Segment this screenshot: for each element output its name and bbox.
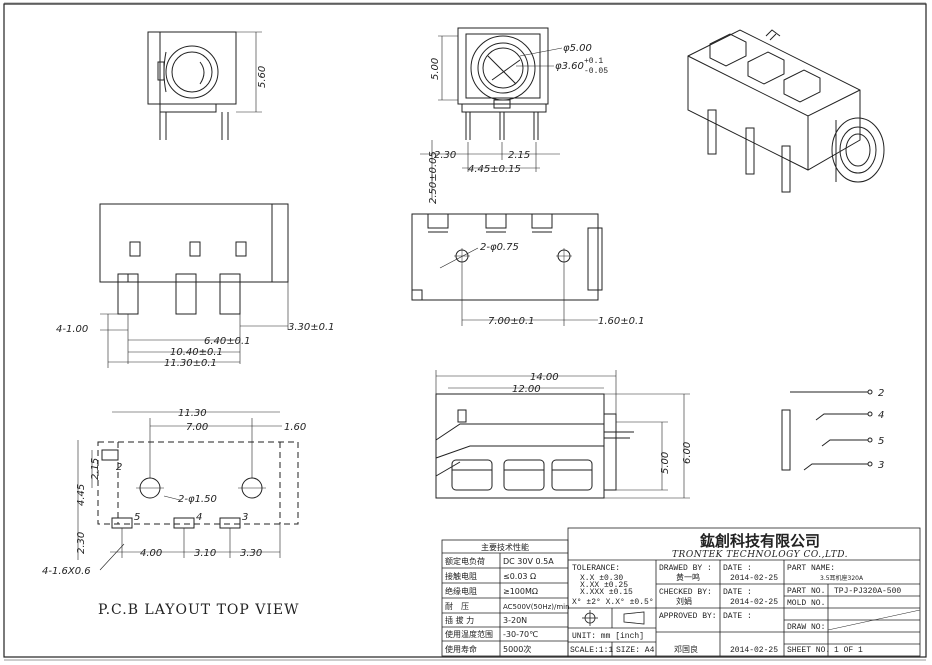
schematic-pin-4: 3 xyxy=(878,460,884,471)
approved-by-label: APPROVED BY: xyxy=(659,612,717,621)
height-label: 6.00 xyxy=(682,442,693,464)
sheet-no-label: SHEET NO. xyxy=(787,646,830,655)
sheet-no-value: 1 OF 1 xyxy=(834,646,863,655)
pin-len-label: 2.50±0.05 xyxy=(428,151,439,204)
spec-r1-val: DC 30V 0.5A xyxy=(503,557,554,566)
pcb-h3-label: 3.30 xyxy=(240,548,262,559)
spec-r5-val: 3-20N xyxy=(503,616,527,625)
pcb-h2-label: 3.10 xyxy=(194,548,216,559)
pin-span-label: 4.45±0.15 xyxy=(468,164,521,175)
approved-by-name: 邓国良 xyxy=(674,644,698,654)
tolerance-line-2: X.XX ±0.25 xyxy=(580,581,628,590)
size-label: SIZE: A4 xyxy=(616,646,655,655)
part-no-value: TPJ-PJ320A-500 xyxy=(834,587,901,596)
spec-r4-name: 耐 压 xyxy=(445,601,469,611)
isometric-view xyxy=(687,29,885,193)
spec-r5-name: 插 拔 力 xyxy=(445,615,474,625)
checked-by-label: CHECKED BY: xyxy=(659,588,712,597)
scale-label: SCALE:1:1 xyxy=(570,646,613,655)
spec-r4-val: AC500V(50Hz)/min xyxy=(503,603,570,611)
spec-r6-val: -30-70℃ xyxy=(503,630,538,639)
pcb-pin-3: 3 xyxy=(242,512,248,523)
pcb-pin-5: 5 xyxy=(134,512,140,523)
pin-left-label: 2.30 xyxy=(434,150,456,161)
date-value-3: 2014-02-25 xyxy=(730,646,778,655)
pin-mid-label: 2.15 xyxy=(508,150,530,161)
inner-tol-plus: +0.1 xyxy=(584,57,603,66)
pcb-v2-label: 2.15 xyxy=(90,458,101,480)
front-height-label: 5.00 xyxy=(430,58,441,80)
hole-span-label: 7.00±0.1 xyxy=(488,316,535,327)
pcb-layout: 2 5 4 3 11.30 7.00 1.60 4.45 2.15 2.30 4… xyxy=(42,408,306,618)
spec-r3-val: ≥100MΩ xyxy=(503,587,538,596)
schematic: 2 4 5 3 xyxy=(781,388,884,471)
holes-label: 2-φ0.75 xyxy=(480,242,519,253)
schematic-pin-1: 2 xyxy=(878,388,884,399)
inner-dia-label: φ3.60 xyxy=(555,61,584,72)
drawn-by-label: DRAWED BY : xyxy=(659,564,712,573)
side-view: 5.60 xyxy=(147,31,268,140)
top-view: 14.00 12.00 5.00 6.00 xyxy=(435,370,693,499)
width-label: 5.00 xyxy=(660,452,671,474)
spec-r2-name: 接触电阻 xyxy=(445,571,477,581)
spec-r1-name: 额定电负荷 xyxy=(445,556,485,566)
inner-tol-minus: -0.05 xyxy=(584,67,608,76)
side-height-label: 5.60 xyxy=(257,66,268,88)
pcb-pin-4: 4 xyxy=(196,512,202,523)
checked-by-name: 刘娟 xyxy=(676,596,692,606)
schematic-pin-3: 5 xyxy=(878,436,884,447)
draw-no-label: DRAW NO: xyxy=(787,623,825,632)
sheet-frame xyxy=(3,3,927,658)
pcb-v1-label: 4.45 xyxy=(76,484,87,506)
spec-r3-name: 绝缘电阻 xyxy=(445,586,477,596)
pcb-h1-label: 4.00 xyxy=(140,548,162,559)
spec-r7-name: 使用寿命 xyxy=(445,644,477,654)
pcb-caption: P.C.B LAYOUT TOP VIEW xyxy=(98,602,300,618)
spec-r2-val: ≤0.03 Ω xyxy=(503,572,536,581)
tolerance-line-3: X.XXX ±0.15 xyxy=(580,588,633,597)
company-en: TRONTEK TECHNOLOGY CO.,LTD. xyxy=(672,550,848,560)
part-no-label: PART NO. xyxy=(787,587,825,596)
pin-width-label: 4-1.00 xyxy=(56,324,88,335)
bottom-view: 2-φ0.75 7.00±0.1 1.60±0.1 xyxy=(411,213,645,327)
tolerance-angle: X° ±2° X.X° ±0.5° xyxy=(572,598,654,607)
pin-view: 4-1.00 3.30±0.1 6.40±0.1 10.40±0.1 11.30… xyxy=(56,203,335,369)
tolerance-line-1: X.X ±0.30 xyxy=(580,574,623,583)
spec-title: 主要技术性能 xyxy=(481,542,529,552)
spec-r7-val: 5000次 xyxy=(503,644,531,654)
schematic-pin-2: 4 xyxy=(878,410,884,421)
pin-offset-label: 3.30±0.1 xyxy=(288,322,335,333)
pcb-hole-span-label: 7.00 xyxy=(186,422,208,433)
spec-r6-name: 使用温度范围 xyxy=(445,629,493,639)
pcb-edge-label: 1.60 xyxy=(284,422,306,433)
date-value-2: 2014-02-25 xyxy=(730,598,778,607)
inner-len-label: 12.00 xyxy=(512,384,541,395)
part-name-value: 3.5耳机座320A xyxy=(820,574,864,582)
date-label-2: DATE : xyxy=(723,588,752,597)
pcb-holes-label: 2-φ1.50 xyxy=(178,494,217,505)
pin-d1-label: 6.40±0.1 xyxy=(204,336,251,347)
company-cn: 鈜創科技有限公司 xyxy=(700,532,820,550)
pcb-v3-label: 2.30 xyxy=(76,532,87,554)
pcb-pin-2: 2 xyxy=(116,462,122,473)
drawn-by-name: 黄一鸣 xyxy=(676,572,700,582)
front-view: 5.00 φ5.00 φ3.60 +0.1 -0.05 2.30 2.15 4.… xyxy=(420,27,608,204)
pin-d2-label: 10.40±0.1 xyxy=(170,347,223,358)
mold-no-label: MOLD NO. xyxy=(787,599,825,608)
pcb-pads-label: 4-1.6X0.6 xyxy=(42,566,91,577)
part-name-label: PART NAME: xyxy=(787,564,835,573)
date-label-3: DATE : xyxy=(723,612,752,621)
pcb-width-label: 11.30 xyxy=(178,408,207,419)
date-label-1: DATE : xyxy=(723,564,752,573)
tolerance-label: TOLERANCE: xyxy=(572,564,620,573)
pin-d3-label: 11.30±0.1 xyxy=(164,358,217,369)
edge-label: 1.60±0.1 xyxy=(598,316,645,327)
title-block xyxy=(567,527,921,657)
unit-label: UNIT: mm [inch] xyxy=(572,632,644,641)
date-value-1: 2014-02-25 xyxy=(730,574,778,583)
outer-len-label: 14.00 xyxy=(530,372,559,383)
outer-dia-label: φ5.00 xyxy=(563,43,592,54)
